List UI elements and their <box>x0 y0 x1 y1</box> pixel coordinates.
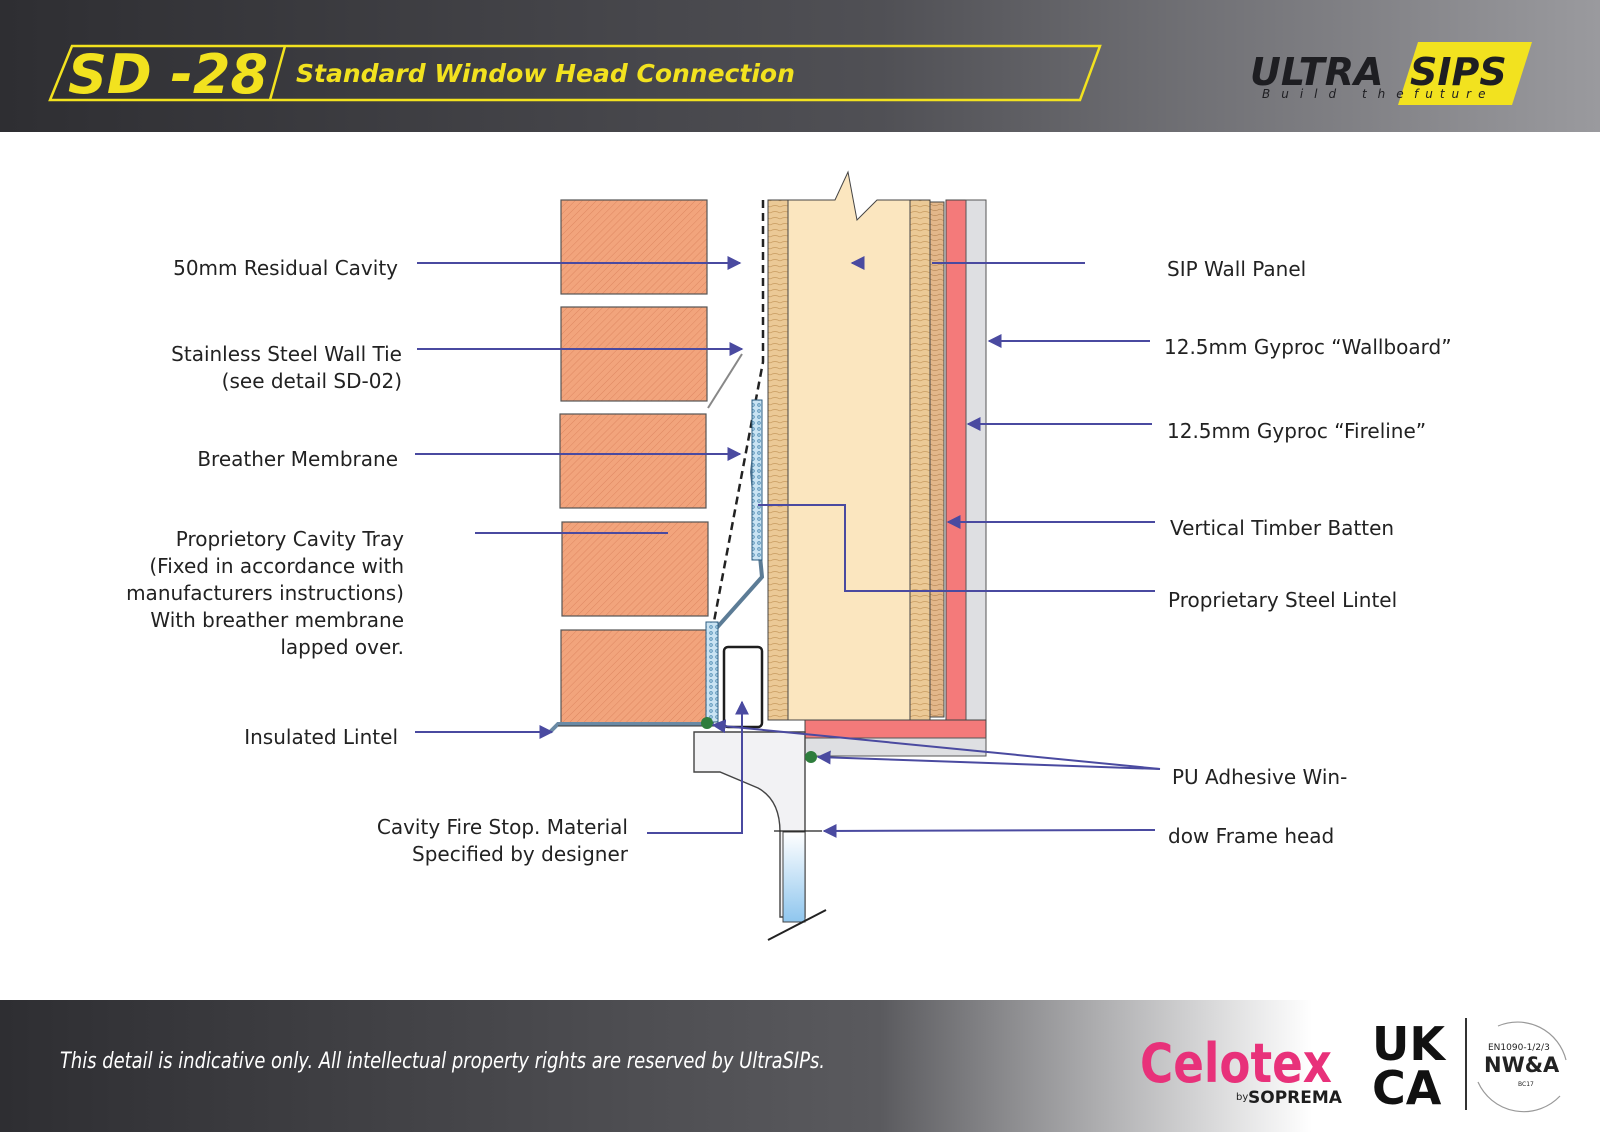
cert-sub: BC17 <box>1518 1081 1534 1088</box>
pu-adhesive-bead-2 <box>805 751 817 763</box>
label-wall-tie: Stainless Steel Wall Tie (see detail SD-… <box>171 342 402 393</box>
label-insulated-lintel: Insulated Lintel <box>244 725 398 749</box>
logo-tagline-a: Build the <box>1262 87 1415 101</box>
gyproc-fireline <box>945 199 967 721</box>
soffit-wallboard <box>804 737 987 757</box>
seal-arc-top <box>1497 1021 1567 1061</box>
timber-batten <box>929 201 945 718</box>
brick-course-2 <box>560 306 708 402</box>
label-fireline: 12.5mm Gyproc “Fireline” <box>1167 419 1427 443</box>
brick-course-4 <box>561 521 709 617</box>
page-title: Standard Window Head Connection <box>296 59 795 88</box>
footer-bar <box>0 1000 1600 1132</box>
header-bar <box>0 0 1600 132</box>
lintel-lower-insulation <box>705 621 719 723</box>
logo-yellow-block <box>1398 42 1532 105</box>
celotex-soprema: SOPREMA <box>1248 1088 1343 1108</box>
celotex-logo: Celotex by SOPREMA <box>1140 1032 1343 1108</box>
label-steel-lintel: Proprietary Steel Lintel <box>1168 588 1398 612</box>
leader-frame-head <box>822 823 1156 838</box>
breather-membrane-line <box>710 200 765 633</box>
logo-tagline-b: future <box>1414 87 1492 101</box>
leader-steel-lintel <box>758 504 1155 592</box>
leader-fire-stop <box>647 700 749 834</box>
ukca-bottom: CA <box>1372 1061 1442 1115</box>
window-glazing <box>782 831 806 923</box>
celotex-by: by <box>1236 1092 1248 1103</box>
label-sip-panel: SIP Wall Panel <box>1167 257 1307 281</box>
brick-outer-leaf <box>559 199 709 725</box>
label-pu-adhesive-2: dow Frame head <box>1168 824 1335 848</box>
wall-tie <box>707 353 743 409</box>
disclaimer-text: This detail is indicative only. All inte… <box>60 1049 825 1074</box>
cert-code: EN1090-1/2/3 <box>1488 1043 1550 1053</box>
label-pu-adhesive-1: PU Adhesive Win- <box>1172 765 1348 789</box>
ukca-mark: UK CA <box>1372 1017 1447 1115</box>
ukca-top: UK <box>1372 1017 1447 1071</box>
logo-text-sips: SIPS <box>1410 50 1507 94</box>
label-cavity-tray: Proprietory Cavity Tray (Fixed in accord… <box>126 527 404 659</box>
seal-arc-bottom <box>1477 1081 1561 1113</box>
leader-pu-adhesive-2 <box>816 750 1161 770</box>
sip-wall-panel <box>767 170 931 721</box>
sip-insulation-core <box>787 170 911 721</box>
cert-name: NW&A <box>1484 1053 1560 1077</box>
break-line <box>767 909 827 941</box>
ultrasips-logo: ULTRA SIPS Build the future <box>1250 42 1532 105</box>
header-graphics: SD -28 Standard Window Head Connection U… <box>48 42 1532 106</box>
sip-inner-osb <box>909 199 931 721</box>
lintel-soffit <box>548 722 706 734</box>
label-residual-cavity: 50mm Residual Cavity <box>173 256 398 280</box>
soffit-fireline <box>804 719 987 739</box>
label-timber-batten: Vertical Timber Batten <box>1170 516 1395 540</box>
logo-text-ultra: ULTRA <box>1250 50 1383 94</box>
title-divider <box>268 45 287 101</box>
leader-lines <box>415 256 1161 838</box>
label-fire-stop: Cavity Fire Stop. Material Specified by … <box>376 815 628 866</box>
nwa-certification-seal: EN1090-1/2/3 NW&A BC17 <box>1477 1021 1567 1113</box>
footer-graphics: This detail is indicative only. All inte… <box>60 1017 1567 1115</box>
celotex-wordmark: Celotex <box>1140 1032 1332 1095</box>
steel-lintel-insulation <box>751 399 763 561</box>
title-frame <box>48 44 1102 102</box>
label-wallboard: 12.5mm Gyproc “Wallboard” <box>1164 335 1452 359</box>
brick-course-3 <box>559 413 707 509</box>
label-breather-membrane: Breather Membrane <box>197 447 398 471</box>
sip-outer-osb <box>767 199 789 721</box>
detail-code: SD -28 <box>68 43 268 106</box>
brick-course-1 <box>560 199 708 295</box>
leader-pu-adhesive-1 <box>711 719 1161 770</box>
gyproc-wallboard <box>965 199 987 721</box>
brick-course-5 <box>560 629 708 725</box>
section-drawing <box>415 170 1161 941</box>
pu-adhesive-bead-1 <box>701 717 713 729</box>
